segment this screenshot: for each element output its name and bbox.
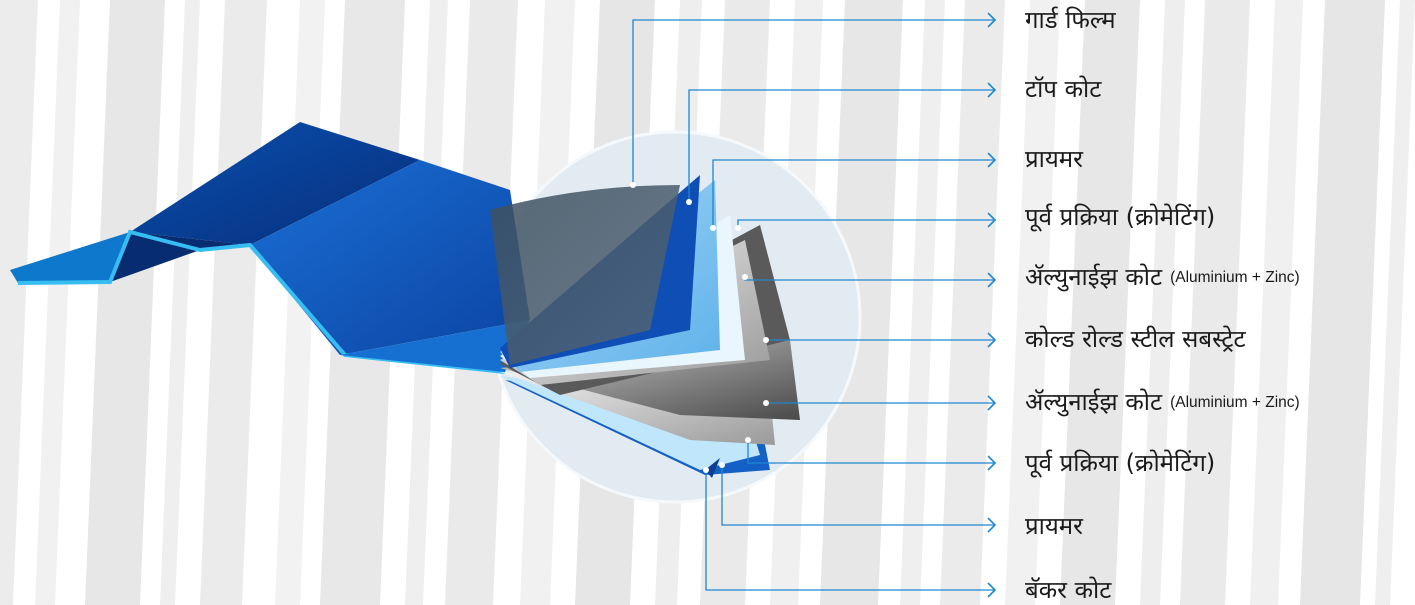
leader-anchor-dot [710, 225, 716, 231]
background-stripe [1140, 0, 1185, 605]
layer-label-text: बॅकर कोट [1025, 576, 1111, 604]
layer-label-text: पूर्व प्रक्रिया (क्रोमेटिंग) [1025, 449, 1215, 477]
layer-label-text: कोल्ड रोल्ड स्टील सबस्ट्रेट [1025, 325, 1246, 353]
background-stripe [900, 0, 945, 605]
leader-anchor-dot [686, 199, 692, 205]
layer-label-text: पूर्व प्रक्रिया (क्रोमेटिंग) [1025, 203, 1215, 231]
layer-label-pretreatment-bottom: पूर्व प्रक्रिया (क्रोमेटिंग) [1025, 451, 1215, 475]
background-stripe [160, 0, 200, 605]
leader-anchor-dot [735, 225, 741, 231]
background-stripe [85, 0, 165, 605]
layer-label-text: ॲल्युनाईझ कोट [1025, 388, 1162, 416]
layer-label-primer-top: प्रायमर [1025, 147, 1083, 171]
background-stripe [200, 0, 267, 605]
layer-label-pretreatment-top: पूर्व प्रक्रिया (क्रोमेटिंग) [1025, 205, 1215, 229]
leader-anchor-dot [703, 467, 709, 473]
layer-label-cold-rolled-steel: कोल्ड रोल्ड स्टील सबस्ट्रेट [1025, 327, 1246, 351]
leader-anchor-dot [745, 437, 751, 443]
background-stripe [1250, 0, 1303, 605]
layer-label-text: प्रायमर [1025, 512, 1083, 540]
layer-sublabel-text: (Aluminium + Zinc) [1170, 269, 1300, 286]
background-stripe [35, 0, 80, 605]
layer-label-text: टॉप कोट [1025, 75, 1101, 103]
leader-anchor-dot [742, 274, 748, 280]
layer-label-guard-film: गार्ड फिल्म [1025, 8, 1116, 32]
layer-label-backer-coat: बॅकर कोट [1025, 578, 1111, 602]
roofing-sheet [10, 122, 530, 372]
background-stripe [1180, 0, 1250, 605]
layer-sublabel-text: (Aluminium + Zinc) [1170, 394, 1300, 411]
leader-anchor-dot [630, 182, 636, 188]
leader-anchor-dot [719, 462, 725, 468]
layer-label-aluzinc-top: ॲल्युनाईझ कोट (Aluminium + Zinc) [1025, 265, 1300, 289]
leader-anchor-dot [763, 337, 769, 343]
layer-label-text: ॲल्युनाईझ कोट [1025, 263, 1162, 291]
leader-anchor-dot [763, 400, 769, 406]
layer-label-text: प्रायमर [1025, 145, 1083, 173]
background-stripe [0, 0, 38, 605]
layer-label-text: गार्ड फिल्म [1025, 6, 1116, 34]
layer-label-primer-bottom: प्रायमर [1025, 514, 1083, 538]
background-stripe [1300, 0, 1385, 605]
layer-label-aluzinc-bottom: ॲल्युनाईझ कोट (Aluminium + Zinc) [1025, 390, 1300, 414]
layer-label-top-coat: टॉप कोट [1025, 77, 1101, 101]
